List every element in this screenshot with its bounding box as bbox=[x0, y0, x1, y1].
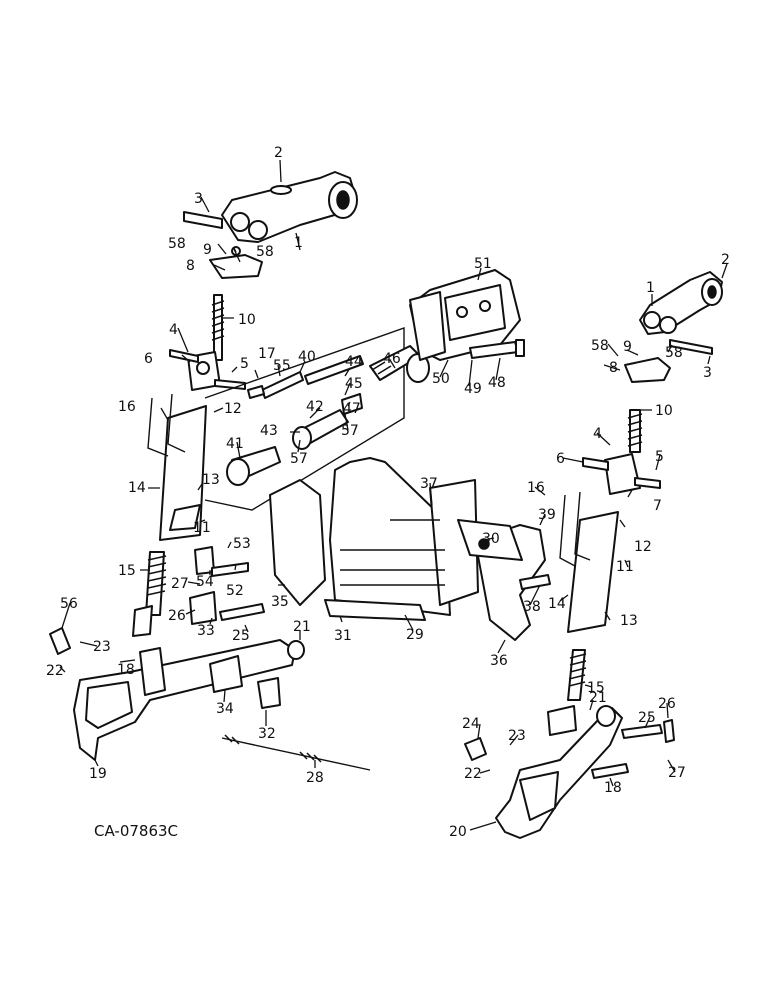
callout-1-right: 1 bbox=[646, 280, 655, 296]
callout-55: 55 bbox=[273, 358, 291, 374]
callout-4-left: 4 bbox=[169, 322, 178, 338]
callout-18-right: 18 bbox=[604, 780, 622, 796]
callout-44: 44 bbox=[345, 354, 363, 370]
callout-10-left: 10 bbox=[238, 312, 256, 328]
callout-6-right: 6 bbox=[556, 451, 565, 467]
callout-45: 45 bbox=[345, 376, 363, 392]
callout-42: 42 bbox=[306, 399, 324, 415]
callout-2-right: 2 bbox=[721, 252, 730, 268]
callout-58-right-a: 58 bbox=[591, 338, 609, 354]
callout-32: 32 bbox=[258, 726, 276, 742]
callout-54: 54 bbox=[196, 574, 214, 590]
callout-26-right: 26 bbox=[658, 696, 676, 712]
callout-17: 17 bbox=[258, 346, 276, 362]
callout-16-left: 16 bbox=[118, 399, 136, 415]
callout-21-right: 21 bbox=[589, 690, 607, 706]
callout-13-left: 13 bbox=[202, 472, 220, 488]
callout-58-right-b: 58 bbox=[665, 345, 683, 361]
callout-27-left: 27 bbox=[171, 576, 189, 592]
callout-25-left: 25 bbox=[232, 628, 250, 644]
callout-9-right: 9 bbox=[623, 339, 632, 355]
top-link-assembly bbox=[204, 327, 430, 511]
callout-57-a: 57 bbox=[290, 451, 308, 467]
callout-35: 35 bbox=[271, 594, 289, 610]
callout-28: 28 bbox=[306, 770, 324, 786]
center-frame bbox=[269, 457, 551, 641]
lower-link-right bbox=[464, 705, 675, 839]
callout-8-left: 8 bbox=[186, 258, 195, 274]
callout-40: 40 bbox=[298, 349, 316, 365]
callout-27-right: 27 bbox=[668, 765, 686, 781]
callout-4-right: 4 bbox=[593, 426, 602, 442]
callout-13-right: 13 bbox=[620, 613, 638, 629]
callout-34: 34 bbox=[216, 701, 234, 717]
callout-22-left: 22 bbox=[46, 663, 64, 679]
callout-39: 39 bbox=[538, 507, 556, 523]
callout-8-right: 8 bbox=[609, 360, 618, 376]
callout-49: 49 bbox=[464, 381, 482, 397]
callout-2-left: 2 bbox=[274, 145, 283, 161]
callout-18-left: 18 bbox=[117, 662, 135, 678]
callout-30: 30 bbox=[482, 531, 500, 547]
callout-5-right: 5 bbox=[655, 449, 664, 465]
callout-56: 56 bbox=[60, 596, 78, 612]
callout-15-right: 15 bbox=[587, 680, 605, 696]
callout-19: 19 bbox=[89, 766, 107, 782]
callout-12-left: 12 bbox=[224, 401, 242, 417]
callout-6-left: 6 bbox=[144, 351, 153, 367]
callout-15-left: 15 bbox=[118, 563, 136, 579]
callout-14-right: 14 bbox=[548, 596, 566, 612]
callout-38: 38 bbox=[523, 599, 541, 615]
callout-52: 52 bbox=[226, 583, 244, 599]
callout-33: 33 bbox=[197, 623, 215, 639]
callout-25-right: 25 bbox=[638, 710, 656, 726]
leader-lines bbox=[59, 159, 728, 831]
callout-labels: 2 3 1 58 9 58 8 10 4 6 5 17 55 40 44 46 … bbox=[46, 145, 730, 840]
callout-12-right: 12 bbox=[634, 539, 652, 555]
callout-16-right: 16 bbox=[527, 480, 545, 496]
callout-22-right: 22 bbox=[464, 766, 482, 782]
callout-11-left: 11 bbox=[193, 520, 211, 536]
reference-code: CA-07863C bbox=[94, 822, 178, 840]
callout-43: 43 bbox=[260, 423, 278, 439]
lift-arm-left bbox=[183, 171, 358, 279]
callout-48: 48 bbox=[488, 375, 506, 391]
callout-47: 47 bbox=[343, 401, 361, 417]
callout-58-left-b: 58 bbox=[256, 244, 274, 260]
lift-rod-right bbox=[559, 409, 661, 701]
callout-23-left: 23 bbox=[93, 639, 111, 655]
callout-9-left: 9 bbox=[203, 242, 212, 258]
callout-3-left: 3 bbox=[194, 191, 203, 207]
callout-21-left: 21 bbox=[293, 619, 311, 635]
callout-26-left: 26 bbox=[168, 608, 186, 624]
lift-arm-right bbox=[624, 271, 723, 383]
callout-14-left: 14 bbox=[128, 480, 146, 496]
callout-31: 31 bbox=[334, 628, 352, 644]
callout-24: 24 bbox=[462, 716, 480, 732]
callout-50: 50 bbox=[432, 371, 450, 387]
lift-rod-left bbox=[132, 294, 246, 637]
callout-23-right: 23 bbox=[508, 728, 526, 744]
callout-7: 7 bbox=[653, 498, 662, 514]
callout-20: 20 bbox=[449, 824, 467, 840]
callout-5-left: 5 bbox=[240, 356, 249, 372]
callout-51: 51 bbox=[474, 256, 492, 272]
control-housing bbox=[409, 269, 525, 361]
callout-29: 29 bbox=[406, 627, 424, 643]
callout-10-right: 10 bbox=[655, 403, 673, 419]
callout-58-left-a: 58 bbox=[168, 236, 186, 252]
callout-53: 53 bbox=[233, 536, 251, 552]
callout-41: 41 bbox=[226, 436, 244, 452]
callout-37: 37 bbox=[420, 476, 438, 492]
callout-36: 36 bbox=[490, 653, 508, 669]
callout-1-left: 1 bbox=[294, 235, 303, 251]
callout-46: 46 bbox=[383, 351, 401, 367]
lower-link-left bbox=[49, 546, 371, 771]
callout-11-right: 11 bbox=[616, 559, 634, 575]
callout-3-right: 3 bbox=[703, 365, 712, 381]
callout-57-b: 57 bbox=[341, 423, 359, 439]
